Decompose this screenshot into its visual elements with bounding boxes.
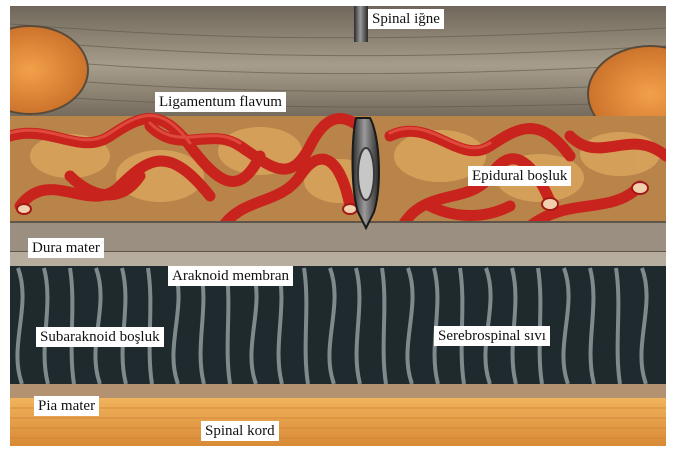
needle-shaft-top [354,6,368,42]
label-dura-mater: Dura mater [28,238,104,258]
trabecula-strand [616,268,620,384]
dura-layer [10,222,666,252]
anatomy-drawing [10,6,666,446]
pia-layer [10,384,666,398]
trabecula-strand [148,268,152,384]
trabecula-strand [304,268,308,384]
needle-bevel [358,148,374,200]
label-arachnoid-membrane: Araknoid membran [168,266,293,286]
label-pia-mater: Pia mater [34,396,99,416]
label-ligamentum-flavum: Ligamentum flavum [155,92,286,112]
trabecula-strand [382,268,386,384]
spinal-anatomy-illustration [10,6,666,446]
spinal-cord-tissue [10,398,666,446]
trabecula-strand [70,268,74,384]
label-spinal-needle: Spinal iğne [368,9,444,29]
label-subarachnoid-space: Subaraknoid boşluk [36,327,164,347]
label-spinal-cord: Spinal kord [201,421,279,441]
ligament-band [10,6,666,126]
label-epidural-space: Epidural boşluk [468,166,571,186]
label-cerebrospinal-fluid: Serebrospinal sıvı [434,326,550,346]
arachnoid-layer [10,252,666,266]
